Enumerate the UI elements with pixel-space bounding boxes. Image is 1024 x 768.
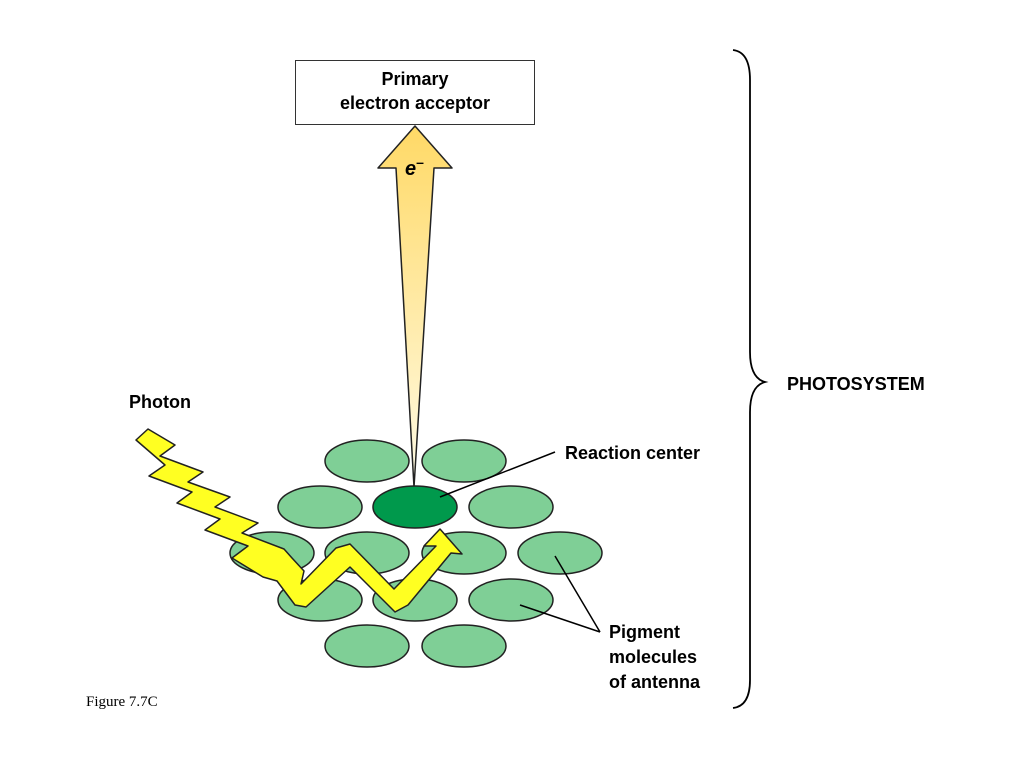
pigment-label-line1: Pigment [609, 622, 681, 642]
primary-electron-acceptor-box: Primary electron acceptor [295, 60, 535, 125]
pigment-molecules-label: Pigment molecules of antenna [609, 620, 700, 695]
reaction-center-molecule [372, 485, 458, 529]
pigment-molecule [517, 531, 603, 575]
pigment-molecule [421, 439, 507, 483]
pigment-molecule [277, 485, 363, 529]
photon-label: Photon [129, 392, 191, 412]
acceptor-label-line1: Primary [381, 69, 449, 89]
electron-symbol: e [405, 158, 417, 180]
pigment-molecule [324, 624, 410, 668]
pigment-label-line3: of antenna [609, 672, 701, 692]
pigment-molecule [324, 439, 410, 483]
pigment-leader-lower [519, 604, 601, 633]
reaction-center-label: Reaction center [565, 443, 701, 463]
photosystem-label: PHOTOSYSTEM [787, 374, 925, 394]
figure-caption: Figure 7.7C [86, 694, 158, 710]
pigment-leader-upper [554, 555, 601, 633]
pigment-molecule [468, 578, 554, 622]
pigment-label-line2: molecules [609, 647, 698, 667]
electron-arrow [377, 125, 453, 488]
electron-charge: – [416, 154, 424, 170]
acceptor-label-line2: electron acceptor [339, 93, 491, 113]
photosystem-brace [732, 49, 769, 709]
reaction-center-leader [439, 451, 556, 498]
pigment-molecule [468, 485, 554, 529]
pigment-molecule [421, 624, 507, 668]
photon-arrow [135, 428, 463, 613]
electron-label: e– [405, 154, 424, 181]
